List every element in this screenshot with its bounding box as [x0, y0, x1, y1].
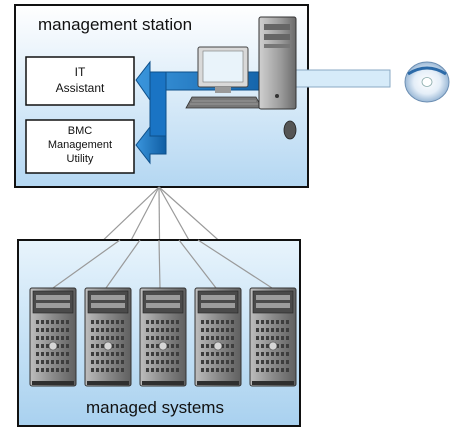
server-icon — [139, 287, 187, 387]
server-icon — [84, 287, 132, 387]
arrow-vertical-connector — [149, 71, 167, 145]
bmc-utility-line-1: BMC — [68, 125, 93, 137]
server-icon — [249, 287, 297, 387]
management-station-title: management station — [38, 15, 192, 34]
media-connection-bar — [284, 69, 391, 88]
it-assistant-line-2: Assistant — [56, 81, 105, 95]
keyboard-icon — [185, 96, 263, 109]
mouse-icon — [283, 120, 297, 140]
managed-systems-title: managed systems — [86, 398, 224, 417]
server-row — [29, 287, 297, 387]
arrow-to-bmc-utility — [135, 125, 167, 165]
it-assistant-box: IT Assistant — [25, 56, 135, 106]
tower-pc-icon — [258, 16, 297, 140]
bmc-utility-box: BMC Management Utility — [25, 119, 135, 174]
bmc-utility-line-2: Management — [48, 139, 112, 151]
server-icon — [194, 287, 242, 387]
it-assistant-line-1: IT — [75, 65, 86, 79]
bmc-utility-line-3: Utility — [67, 153, 94, 165]
cd-disc-icon — [404, 61, 450, 103]
server-icon — [29, 287, 77, 387]
monitor-icon — [185, 46, 263, 109]
